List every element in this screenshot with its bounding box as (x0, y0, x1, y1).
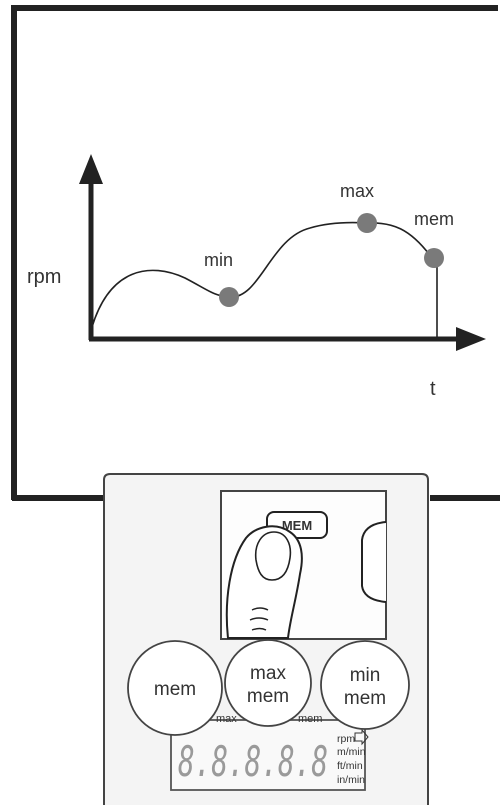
lcd-unit-in-min: in/min (337, 774, 365, 786)
finger-crease (249, 607, 269, 631)
max-mem-button-line1: max (250, 663, 286, 684)
x-axis-label: t (430, 378, 436, 400)
point-mem (424, 248, 444, 268)
lcd-display (170, 719, 366, 791)
point-max (357, 213, 377, 233)
lcd-unit-rpm: rpm (337, 733, 355, 745)
lcd-unit-ft-min: ft/min (337, 760, 363, 772)
rpm-curve (91, 221, 433, 328)
lcd-unit-m-min: m/min (337, 746, 366, 758)
point-label-max: max (340, 181, 374, 201)
lcd-header-left: max (216, 713, 237, 725)
max-mem-button-line2: mem (247, 686, 289, 707)
unit-indicator-icon (354, 728, 369, 746)
mem-key-label: MEM (282, 518, 312, 533)
point-min (219, 287, 239, 307)
y-axis-label: rpm (27, 266, 61, 288)
side-key (361, 521, 387, 603)
max-mem-button[interactable] (224, 639, 312, 727)
fingernail-icon (254, 531, 292, 581)
y-axis-arrow-icon (79, 154, 103, 184)
min-mem-button-line1: min (350, 665, 381, 686)
x-axis-arrow-icon (456, 327, 486, 351)
mem-button-label: mem (154, 679, 196, 700)
min-mem-button[interactable] (320, 640, 410, 730)
point-label-min: min (204, 250, 233, 270)
mem-button[interactable] (127, 640, 223, 736)
lcd-header-right: mem (298, 713, 322, 725)
lcd-digits: 8.8.8.8.8 (178, 737, 328, 786)
point-label-mem: mem (414, 209, 454, 229)
graph-frame (11, 5, 498, 500)
min-mem-button-line2: mem (344, 688, 386, 709)
